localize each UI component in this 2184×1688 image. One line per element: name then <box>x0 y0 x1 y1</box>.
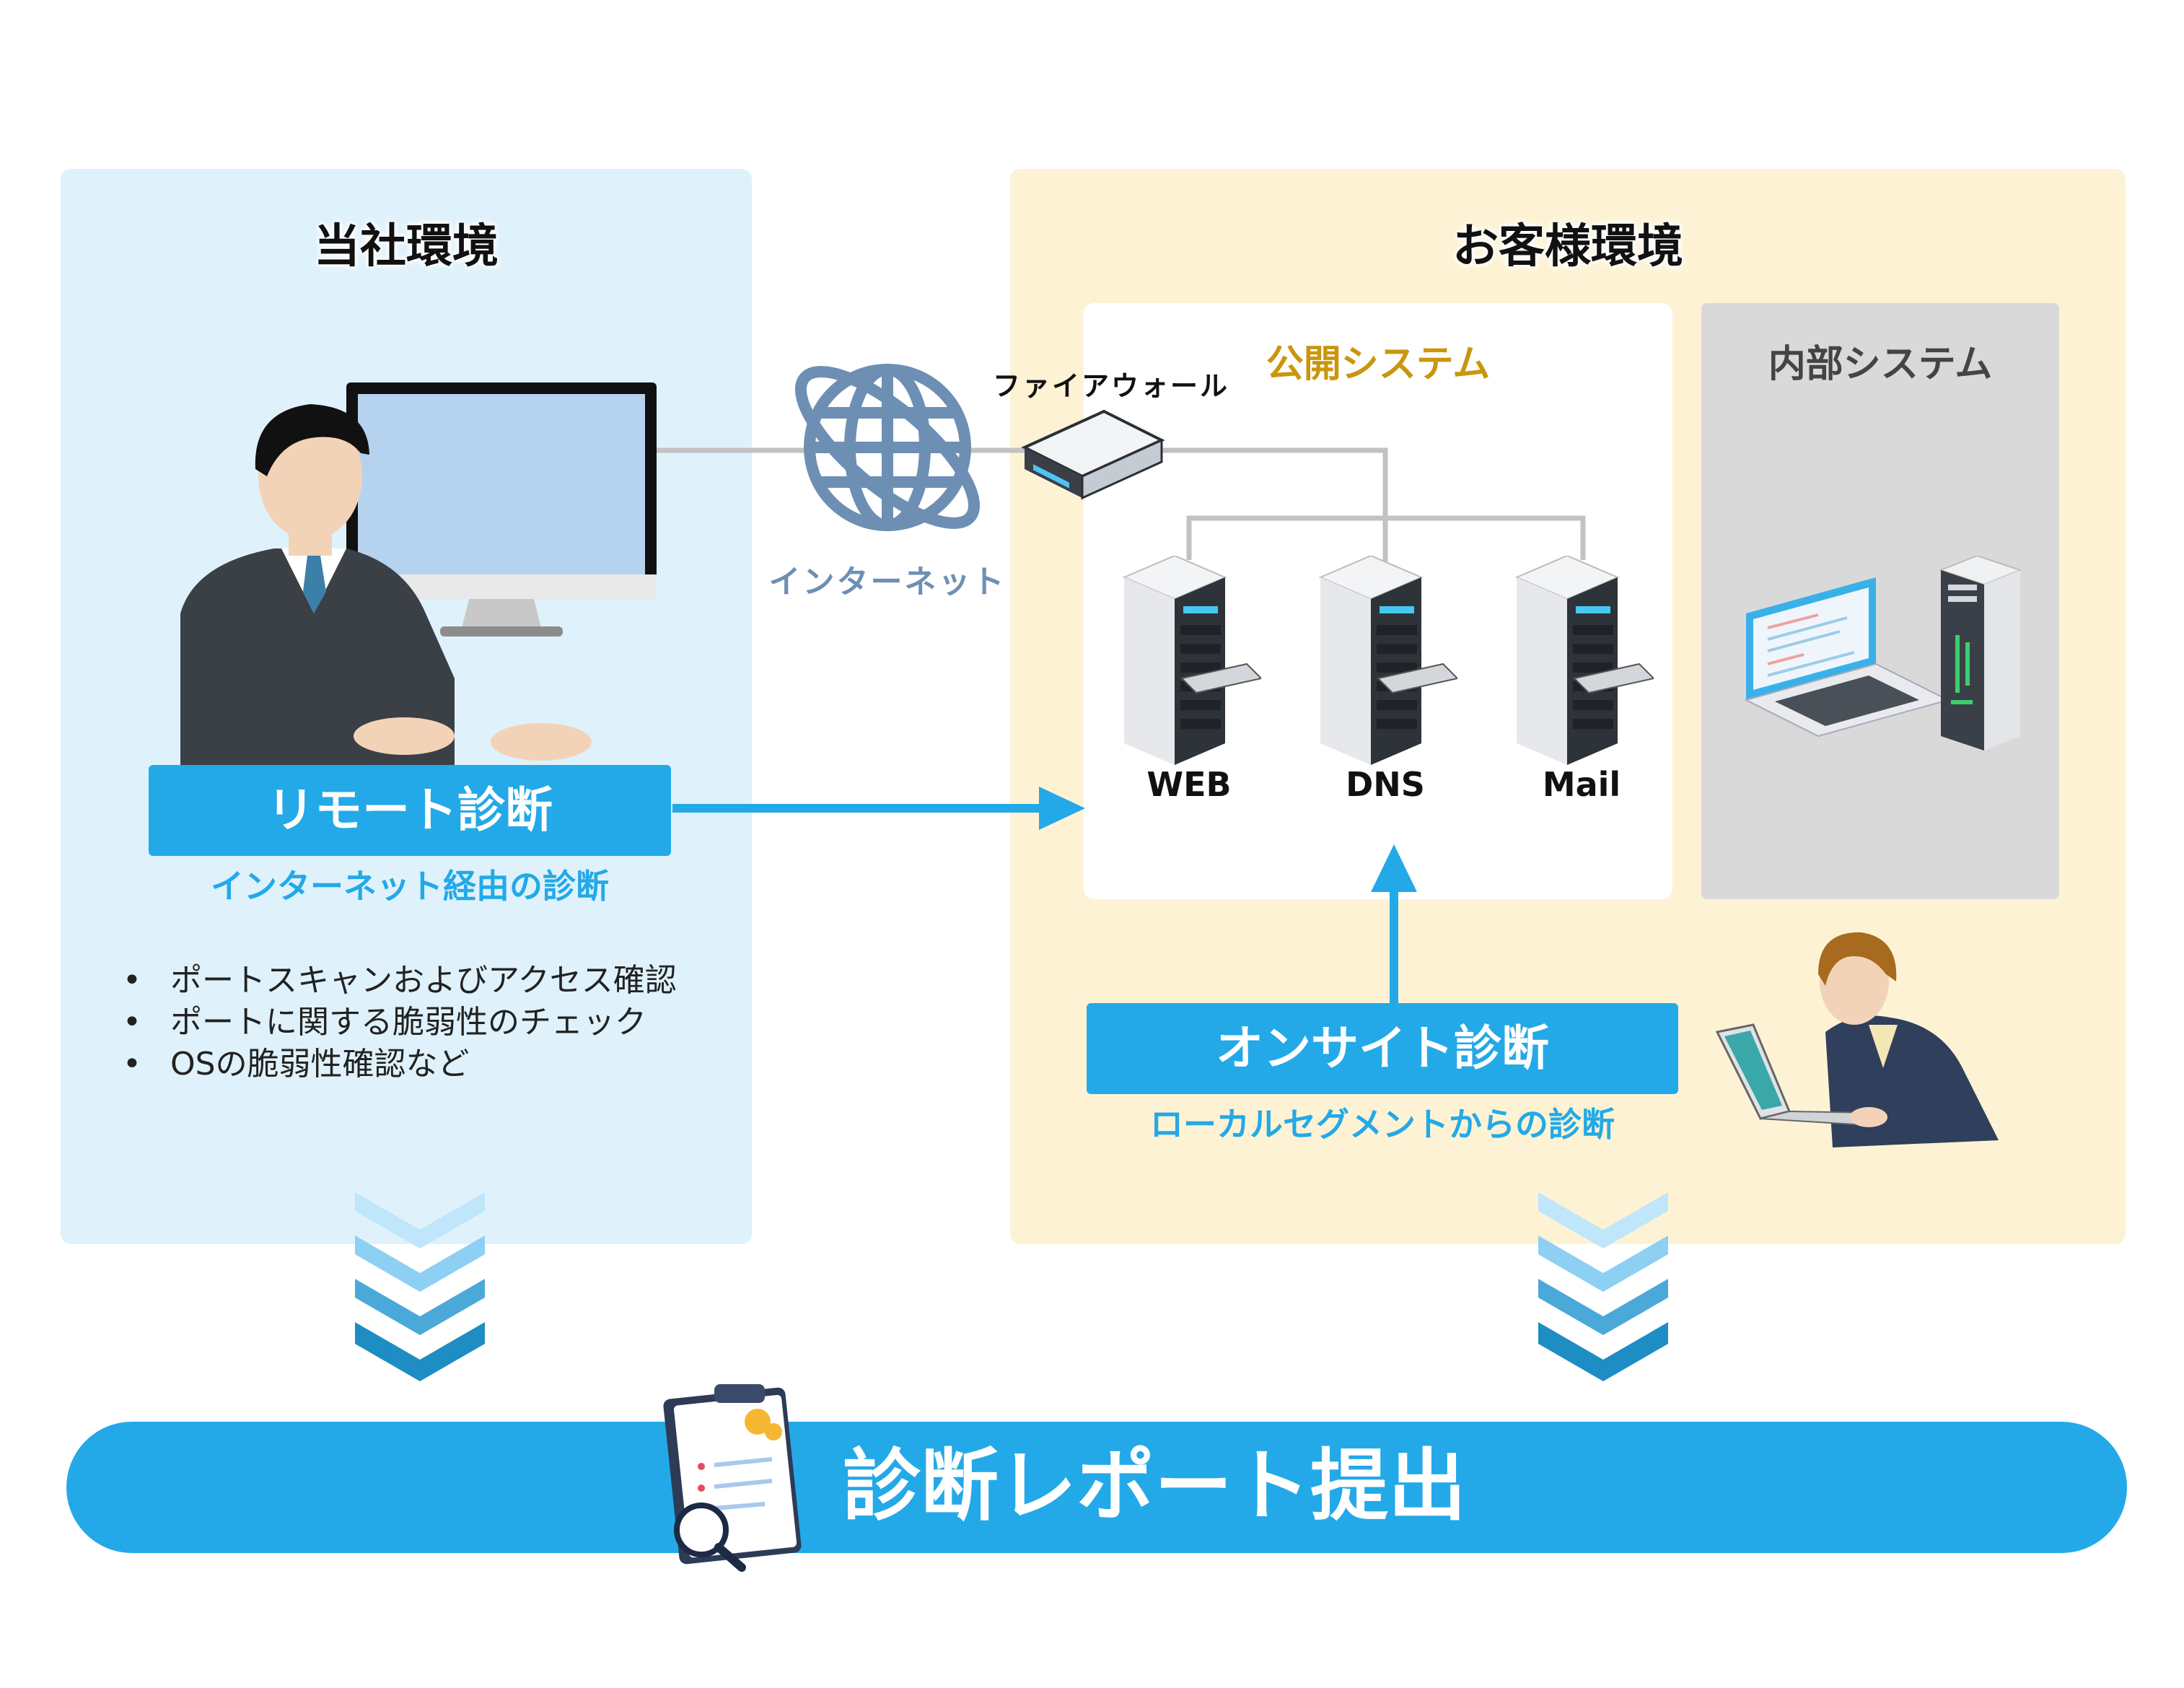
server-label-dns: DNS <box>1346 765 1425 804</box>
report-document-icon <box>663 1384 802 1572</box>
report-bar <box>66 1422 2127 1553</box>
internet-label: インターネット <box>768 564 1007 600</box>
server-rack-icon <box>1318 556 1457 765</box>
server-rack-icon <box>1122 556 1261 765</box>
list-item: ポートに関する脆弱性のチェック <box>123 1002 677 1044</box>
server-rack-icon <box>1514 556 1654 765</box>
onsite-arrow <box>1371 844 1417 1003</box>
person-at-desktop-icon <box>180 382 657 765</box>
chevron-down-icon <box>1538 1192 1668 1381</box>
laptop-server-icon <box>1744 556 2022 751</box>
firewall-label: ファイアウォール <box>992 370 1229 402</box>
own-environment-title: 当社環境 <box>314 220 499 274</box>
globe-icon <box>794 364 981 531</box>
public-system-title: 公開システム <box>1266 343 1491 386</box>
chevron-down-icon <box>355 1192 485 1381</box>
server-label-web: WEB <box>1146 765 1232 804</box>
internal-system-title: 内部システム <box>1768 343 1993 386</box>
firewall-icon <box>1021 409 1165 500</box>
report-submission-label: 診断レポート提出 <box>842 1441 1466 1531</box>
server-label-mail: Mail <box>1542 765 1621 804</box>
list-item: ポートスキャンおよびアクセス確認 <box>123 960 677 1002</box>
remote-diagnosis-caption: インターネット経由の診断 <box>211 867 609 906</box>
customer-environment-title: お客様環境 <box>1452 220 1683 274</box>
remote-checks-list: ポートスキャンおよびアクセス確認 ポートに関する脆弱性のチェック OSの脆弱性確… <box>123 960 677 1085</box>
remote-arrow <box>672 787 1085 830</box>
onsite-diagnosis-label: オンサイト診断 <box>1087 1003 1678 1094</box>
person-with-laptop-icon <box>1715 932 1999 1147</box>
list-item: OSの脆弱性確認など <box>123 1044 677 1085</box>
remote-diagnosis-label: リモート診断 <box>149 765 671 856</box>
onsite-diagnosis-caption: ローカルセグメントからの診断 <box>1150 1105 1615 1144</box>
